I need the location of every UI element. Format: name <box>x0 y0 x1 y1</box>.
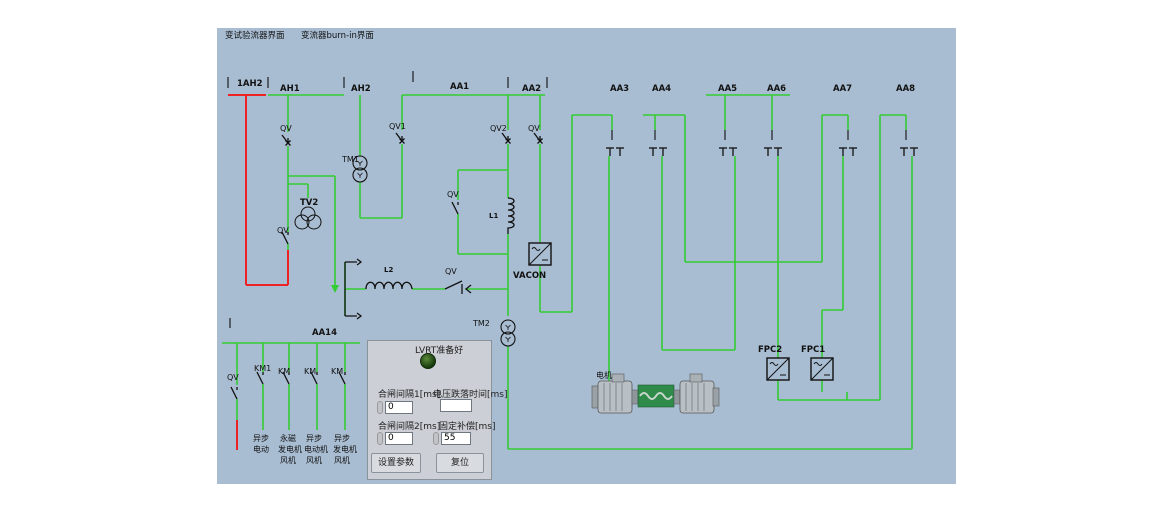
interval2-label: 合闸间隔2[ms] <box>378 422 441 432</box>
label-qv2: QV2 <box>490 124 507 133</box>
label-qv-ah1-bottom: QV <box>277 226 289 235</box>
arrow-icon <box>345 258 363 266</box>
label-km4: KM <box>331 367 343 376</box>
interval2-input[interactable]: 0 <box>385 432 413 445</box>
label-qv-l2: QV <box>445 267 457 276</box>
hmi-background <box>217 28 956 484</box>
bus-label-aa7: AA7 <box>833 84 852 94</box>
label-fpc2: FPC2 <box>758 345 782 355</box>
bus-stubs <box>227 71 907 328</box>
interval2-spinner[interactable] <box>377 432 383 445</box>
voltage-drop-input[interactable] <box>440 399 472 412</box>
arrow-icon <box>345 312 363 320</box>
reset-button[interactable]: 复位 <box>436 453 484 473</box>
label-km2: KM <box>278 367 290 376</box>
load-label-3-line1: 异步 <box>306 434 322 443</box>
label-qv-ah1-top: QV <box>280 124 292 133</box>
load-label-3-line3: 风机 <box>306 455 322 465</box>
load-label-4-line2: 发电机 <box>333 444 357 454</box>
label-tm2: TM2 <box>472 319 490 328</box>
bus-label-aa14: AA14 <box>312 328 337 338</box>
label-fpc1: FPC1 <box>801 345 825 355</box>
bus-label-aa3: AA3 <box>610 84 629 94</box>
bus-label-aa6: AA6 <box>767 84 786 94</box>
interval1-input[interactable]: 0 <box>385 401 413 414</box>
fixed-comp-input[interactable]: 55 <box>441 432 471 445</box>
load-label-4-line3: 风机 <box>334 455 350 465</box>
breaker-qv-l2[interactable] <box>444 280 463 294</box>
load-label-2-line3: 风机 <box>280 455 296 465</box>
label-qv-aa2: QV <box>528 124 540 133</box>
fixed-comp-spinner[interactable] <box>433 432 439 445</box>
load-label-1-line1: 异步 <box>253 434 269 443</box>
arrow-icon <box>331 285 339 293</box>
inductor-l1-icon <box>507 197 515 234</box>
load-label-3-line2: 电动机 <box>304 444 328 454</box>
set-parameters-button[interactable]: 设置参数 <box>371 453 421 473</box>
interval1-label: 合闸间隔1[ms] <box>378 390 441 400</box>
voltage-drop-label: 电压跌落时间[ms] <box>433 390 508 400</box>
label-motor: 电机 <box>596 370 612 380</box>
green-wiring <box>222 94 913 450</box>
bus-label-1ah2: 1AH2 <box>237 79 263 89</box>
bus-label-aa2: AA2 <box>522 84 541 94</box>
menu-item-burn-in[interactable]: 变流器burn-in界面 <box>301 30 374 41</box>
inductor-l2-icon <box>365 281 413 290</box>
lvrt-status-led <box>420 353 436 369</box>
label-tv2: TV2 <box>300 198 318 208</box>
label-tm1: TM1 <box>341 155 359 164</box>
red-wiring <box>228 94 289 450</box>
lvrt-status-title: LVRT准备好 <box>415 346 464 356</box>
label-l1: L1 <box>489 212 498 220</box>
load-label-1-line2: 电动 <box>253 444 269 454</box>
transformer-tv2-icon <box>294 206 322 230</box>
bus-label-aa5: AA5 <box>718 84 737 94</box>
load-label-2-line1: 永磁 <box>280 433 296 443</box>
bus-label-aa1: AA1 <box>450 82 469 92</box>
load-label-4-line1: 异步 <box>334 434 350 443</box>
arrow-icon <box>464 284 472 294</box>
label-qv-mid: QV <box>447 190 459 199</box>
bus-label-ah2: AH2 <box>351 84 371 94</box>
interval1-spinner[interactable] <box>377 401 383 414</box>
label-qv1: QV1 <box>389 122 406 131</box>
label-km1: KM1 <box>254 364 271 373</box>
label-qv-aa14: QV <box>227 373 239 382</box>
motor-generator-set-icon <box>591 373 720 414</box>
bus-label-ah1: AH1 <box>280 84 300 94</box>
bus-label-aa8: AA8 <box>896 84 915 94</box>
menu-item-converter-test[interactable]: 变试验流器界面 <box>225 30 285 41</box>
fixed-comp-label: 固定补偿[ms] <box>439 422 496 432</box>
bus-label-aa4: AA4 <box>652 84 671 94</box>
label-vacon: VACON <box>513 271 546 281</box>
label-km3: KM <box>304 367 316 376</box>
load-label-2-line2: 发电机 <box>278 444 302 454</box>
label-l2: L2 <box>384 266 393 274</box>
